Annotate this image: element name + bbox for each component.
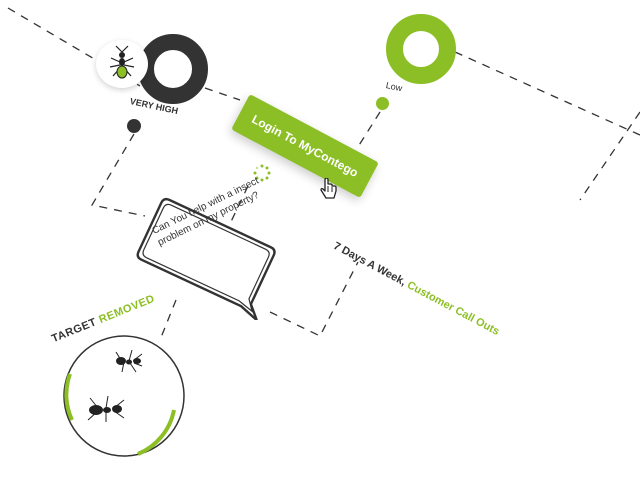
very-high-ring	[138, 34, 208, 104]
very-high-dot	[127, 119, 141, 133]
ant-icon	[109, 45, 135, 79]
ant-badge	[96, 40, 148, 88]
low-ring	[386, 14, 456, 84]
ant-icon	[87, 395, 125, 422]
hand-pointer-icon	[320, 178, 337, 199]
ant-icon	[115, 349, 143, 373]
loading-spinner-icon	[253, 164, 271, 182]
low-dot	[376, 97, 389, 110]
chat-bubble	[136, 197, 276, 320]
target-circle	[63, 335, 185, 457]
